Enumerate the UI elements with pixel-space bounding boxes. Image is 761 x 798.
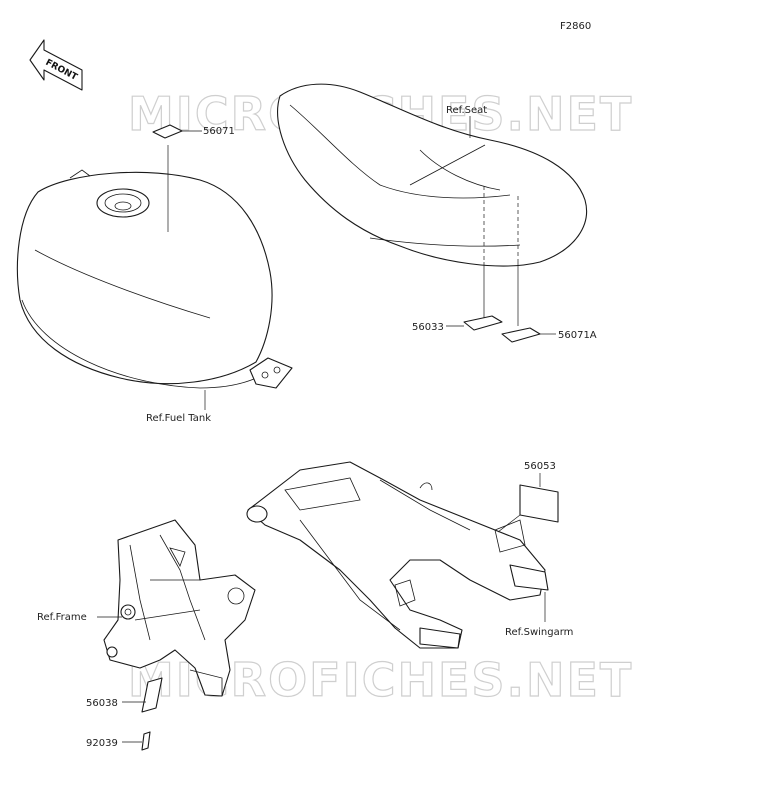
label-56071a: 56071A: [558, 330, 597, 341]
label-56071: 56071: [203, 126, 235, 137]
frame-drawing: [103, 519, 256, 697]
swingarm-drawing: [246, 461, 549, 649]
decal-56071a: [501, 327, 541, 343]
seat-drawing: [277, 83, 587, 267]
label-ref-fuel-tank: Ref.Fuel Tank: [146, 413, 211, 424]
label-56038: 56038: [86, 698, 118, 709]
label-ref-frame: Ref.Frame: [37, 612, 87, 623]
label-56053: 56053: [524, 461, 556, 472]
figure-code: F2860: [560, 21, 591, 32]
label-ref-seat: Ref.Seat: [446, 105, 487, 116]
label-56033: 56033: [412, 322, 444, 333]
decal-56053: [519, 484, 559, 523]
clip-92039: [141, 731, 151, 751]
decal-56033: [463, 315, 503, 331]
label-ref-swingarm: Ref.Swingarm: [505, 627, 573, 638]
front-arrow-icon: FRONT: [29, 39, 83, 91]
label-92039: 92039: [86, 738, 118, 749]
fuel-tank-drawing: [16, 169, 293, 389]
decal-56071: [152, 124, 202, 232]
